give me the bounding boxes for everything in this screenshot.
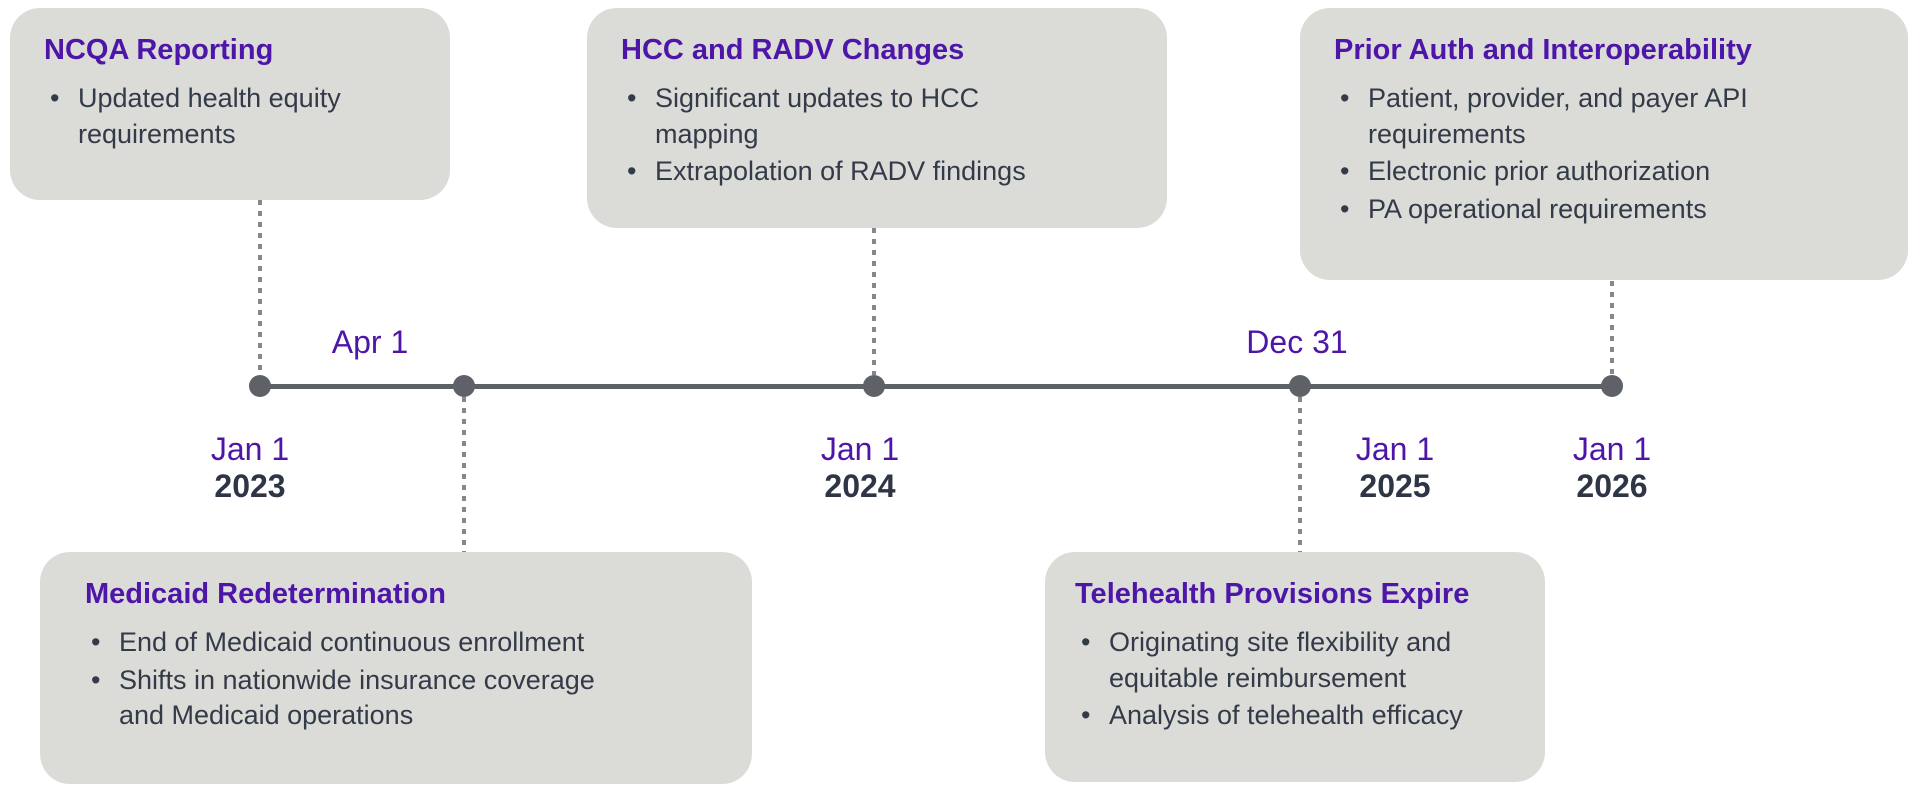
dotted-connector-medicaid: [462, 397, 466, 552]
bullet-item: Extrapolation of RADV findings: [621, 154, 1031, 190]
bullet-list: Patient, provider, and payer API require…: [1334, 81, 1794, 228]
card-prior-auth-interoperability: Prior Auth and Interoperability Patient,…: [1300, 8, 1908, 280]
date-text: Jan 1: [820, 431, 900, 467]
year-text: 2026: [1576, 468, 1648, 505]
date-text: Jan 1: [1572, 431, 1652, 467]
bullet-item: End of Medicaid continuous enrollment: [85, 625, 625, 661]
dotted-connector-telehealth: [1298, 397, 1302, 552]
timeline-dot-jan-2023: [249, 375, 271, 397]
timeline-label-jan-1-2024: Jan 1 2024: [820, 431, 900, 505]
timeline-line: [260, 384, 1612, 389]
year-text: 2023: [214, 468, 286, 505]
bullet-item: Significant updates to HCC mapping: [621, 81, 1031, 152]
timeline-dot-apr-2023: [453, 375, 475, 397]
bullet-item: Electronic prior authorization: [1334, 154, 1794, 190]
year-text: 2024: [824, 468, 896, 505]
timeline-label-apr-1: Apr 1: [331, 324, 409, 360]
bullet-item: Patient, provider, and payer API require…: [1334, 81, 1794, 152]
dotted-connector-hcc: [872, 228, 876, 375]
bullet-list: Originating site flexibility and equitab…: [1075, 625, 1511, 734]
bullet-item: Originating site flexibility and equitab…: [1075, 625, 1511, 696]
bullet-list: Significant updates to HCC mapping Extra…: [621, 81, 1031, 190]
card-title: HCC and RADV Changes: [621, 34, 965, 66]
bullet-item: Analysis of telehealth efficacy: [1075, 698, 1511, 734]
card-title: Medicaid Redetermination: [85, 578, 446, 610]
card-title: Prior Auth and Interoperability: [1334, 34, 1752, 66]
timeline-label-jan-1-2023: Jan 1 2023: [210, 431, 290, 505]
card-title: NCQA Reporting: [44, 34, 274, 66]
bullet-item: Shifts in nationwide insurance coverage …: [85, 663, 625, 734]
timeline-dot-dec-2024: [1289, 375, 1311, 397]
card-medicaid-redetermination: Medicaid Redetermination End of Medicaid…: [40, 552, 752, 784]
year-text: 2025: [1359, 468, 1431, 505]
card-hcc-radv-changes: HCC and RADV Changes Significant updates…: [587, 8, 1167, 228]
timeline-label-dec-31: Dec 31: [1246, 324, 1348, 360]
timeline-dot-jan-2026: [1601, 375, 1623, 397]
timeline-label-jan-1-2025: Jan 1 2025: [1355, 431, 1435, 505]
dotted-connector-prior-auth: [1610, 281, 1614, 375]
date-text: Jan 1: [210, 431, 290, 467]
date-text: Jan 1: [1355, 431, 1435, 467]
bullet-item: Updated health equity requirements: [44, 81, 364, 152]
bullet-list: End of Medicaid continuous enrollment Sh…: [85, 625, 625, 734]
card-title: Telehealth Provisions Expire: [1075, 578, 1470, 610]
card-ncqa-reporting: NCQA Reporting Updated health equity req…: [10, 8, 450, 200]
bullet-item: PA operational requirements: [1334, 192, 1794, 228]
card-telehealth-provisions-expire: Telehealth Provisions Expire Originating…: [1045, 552, 1545, 782]
dotted-connector-ncqa: [258, 200, 262, 375]
timeline-label-jan-1-2026: Jan 1 2026: [1572, 431, 1652, 505]
timeline-dot-jan-2024: [863, 375, 885, 397]
bullet-list: Updated health equity requirements: [44, 81, 364, 152]
